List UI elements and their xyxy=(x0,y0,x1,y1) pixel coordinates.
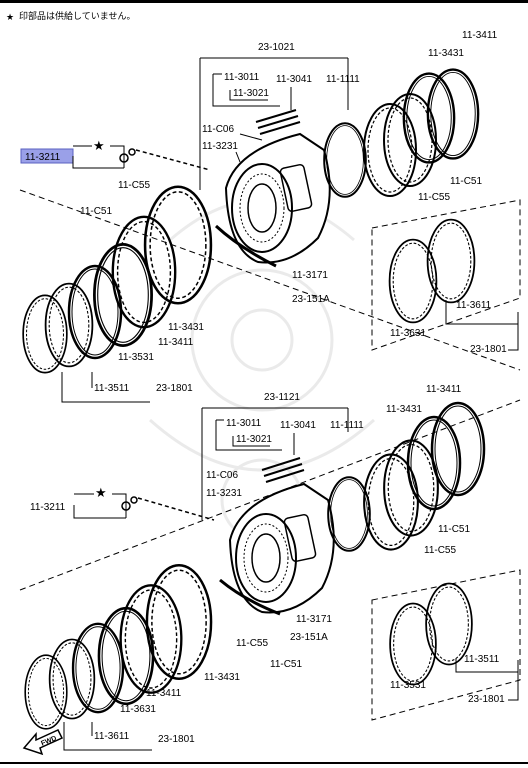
bottom-label-23-1801-left[interactable]: 23-1801 xyxy=(158,734,195,745)
top-label-11-C06[interactable]: 11-C06 xyxy=(202,124,234,135)
bottom-label-11-3611[interactable]: 11-3611 xyxy=(94,731,130,742)
top-leader-seals xyxy=(212,73,292,110)
top-ring-c55-left[interactable] xyxy=(143,185,213,305)
top-axis-line xyxy=(19,189,521,371)
note-text: 印部品は供給していません。 xyxy=(19,10,135,22)
bottom-leader-3211 xyxy=(73,493,126,519)
bottom-spring-plug xyxy=(121,496,215,521)
bottom-label-11-C55-right[interactable]: 11-C55 xyxy=(424,545,456,556)
bottom-ring-1111[interactable] xyxy=(327,476,371,552)
bottom-label-11-3411-left[interactable]: 11-3411 xyxy=(146,688,182,699)
bottom-label-11-C51-left[interactable]: 11-C51 xyxy=(270,659,302,670)
top-ring-3511[interactable] xyxy=(22,294,68,374)
top-leader-c06 xyxy=(235,133,263,163)
top-label-11-3211[interactable]: 11-3211 xyxy=(25,152,61,163)
bottom-rule xyxy=(0,762,528,764)
bottom-ring-3611[interactable] xyxy=(24,654,68,730)
top-label-11-3011[interactable]: 11-3011 xyxy=(224,72,260,83)
top-label-11-3411-left[interactable]: 11-3411 xyxy=(158,337,194,348)
note-star-icon: ★ xyxy=(6,13,14,23)
top-label-11-3511[interactable]: 11-3511 xyxy=(94,383,130,394)
bottom-label-11-C55-left[interactable]: 11-C55 xyxy=(236,638,268,649)
bottom-label-11-3011[interactable]: 11-3011 xyxy=(226,418,262,429)
top-label-11-3611[interactable]: 11-3611 xyxy=(456,300,492,311)
top-label-11-3171[interactable]: 11-3171 xyxy=(292,270,328,281)
bottom-label-11-3511[interactable]: 11-3511 xyxy=(464,654,500,665)
bottom-ring-3431-left[interactable] xyxy=(97,606,155,706)
bottom-label-11-3211[interactable]: 11-3211 xyxy=(30,502,66,513)
front-arrow-icon: FWD xyxy=(22,729,64,756)
bottom-kit-bracket-left xyxy=(63,722,152,751)
bottom-label-11-3041[interactable]: 11-3041 xyxy=(280,420,316,431)
bottom-assembly-bracket xyxy=(201,407,349,520)
top-kit-box-right xyxy=(371,199,521,351)
top-label-11-3021[interactable]: 11-3021 xyxy=(233,88,269,99)
bottom-label-11-3171[interactable]: 11-3171 xyxy=(296,614,332,625)
bottom-label-11-1111[interactable]: 11-1111 xyxy=(330,420,364,431)
bottom-label-11-3021[interactable]: 11-3021 xyxy=(236,434,272,445)
bottom-kit-box-right xyxy=(371,569,521,721)
top-assembly-label[interactable]: 23-1021 xyxy=(258,42,295,53)
top-side-seal xyxy=(214,224,277,268)
top-label-11-3431-left[interactable]: 11-3431 xyxy=(168,322,204,333)
top-label-23-151A[interactable]: 23-151A xyxy=(292,294,330,305)
top-label-11-C55-right[interactable]: 11-C55 xyxy=(418,192,450,203)
top-label-11-3041[interactable]: 11-3041 xyxy=(276,74,312,85)
bottom-label-11-3231[interactable]: 11-3231 xyxy=(206,488,242,499)
top-label-11-3231[interactable]: 11-3231 xyxy=(202,141,238,152)
bottom-label-11-C06[interactable]: 11-C06 xyxy=(206,470,238,481)
top-label-11-3431-right[interactable]: 11-3431 xyxy=(428,48,464,59)
bottom-label-11-C51-right[interactable]: 11-C51 xyxy=(438,524,470,535)
bottom-rotor[interactable] xyxy=(228,482,335,614)
bottom-ring-3411-left[interactable] xyxy=(71,622,125,714)
top-apex-seals xyxy=(255,109,301,135)
top-ring-3431-left[interactable] xyxy=(93,243,153,347)
top-bracket-3211 xyxy=(110,145,125,168)
top-group: 23-1021 11-3011 11-3041 11-1111 11-3021 … xyxy=(19,30,521,403)
bottom-label-23-151A[interactable]: 23-151A xyxy=(290,632,328,643)
bottom-kit-bracket-right xyxy=(455,658,519,701)
top-label-11-C55-left[interactable]: 11-C55 xyxy=(118,180,150,191)
bottom-star-icon: ★ xyxy=(95,485,107,500)
bottom-label-11-3431-right[interactable]: 11-3431 xyxy=(386,404,422,415)
top-label-11-C51-left[interactable]: 11-C51 xyxy=(80,206,112,217)
top-ring-3631[interactable] xyxy=(388,238,438,324)
top-ring-3611[interactable] xyxy=(426,218,476,304)
top-rotor[interactable] xyxy=(224,132,331,264)
bottom-leader-seals xyxy=(215,419,295,455)
bottom-label-11-3431-left[interactable]: 11-3431 xyxy=(204,672,240,683)
top-kit-bracket-right xyxy=(445,300,519,351)
top-spring-plug xyxy=(119,148,211,171)
bottom-side-seal xyxy=(219,578,281,616)
bottom-assembly-label[interactable]: 23-1121 xyxy=(264,392,300,403)
top-label-11-1111[interactable]: 11-1111 xyxy=(326,74,360,85)
bottom-bracket-3211 xyxy=(112,493,127,518)
top-label-11-3631[interactable]: 11-3631 xyxy=(390,328,426,339)
bottom-group: 23-1121 11-3011 11-3041 11-1111 11-3021 … xyxy=(19,384,521,751)
top-ring-c55-right[interactable] xyxy=(362,102,418,198)
bottom-label-11-3411-right[interactable]: 11-3411 xyxy=(426,384,462,395)
top-leader-3211 xyxy=(72,145,124,169)
top-label-23-1801-right[interactable]: 23-1801 xyxy=(470,344,507,355)
top-label-11-3531[interactable]: 11-3531 xyxy=(118,352,154,363)
bottom-label-11-3531[interactable]: 11-3531 xyxy=(390,680,426,691)
bottom-label-11-3631[interactable]: 11-3631 xyxy=(120,704,156,715)
top-kit-bracket-left xyxy=(61,372,150,403)
top-label-11-C51-right[interactable]: 11-C51 xyxy=(450,176,482,187)
bottom-label-23-1801-right[interactable]: 23-1801 xyxy=(468,694,505,705)
top-label-23-1801-left[interactable]: 23-1801 xyxy=(156,383,193,394)
top-star-icon: ★ xyxy=(93,138,105,153)
top-label-11-3411-right[interactable]: 11-3411 xyxy=(462,30,498,41)
bottom-apex-seals xyxy=(261,457,305,483)
top-rule xyxy=(0,0,528,3)
bottom-ring-3631[interactable] xyxy=(48,638,96,720)
top-ring-1111[interactable] xyxy=(323,122,367,198)
